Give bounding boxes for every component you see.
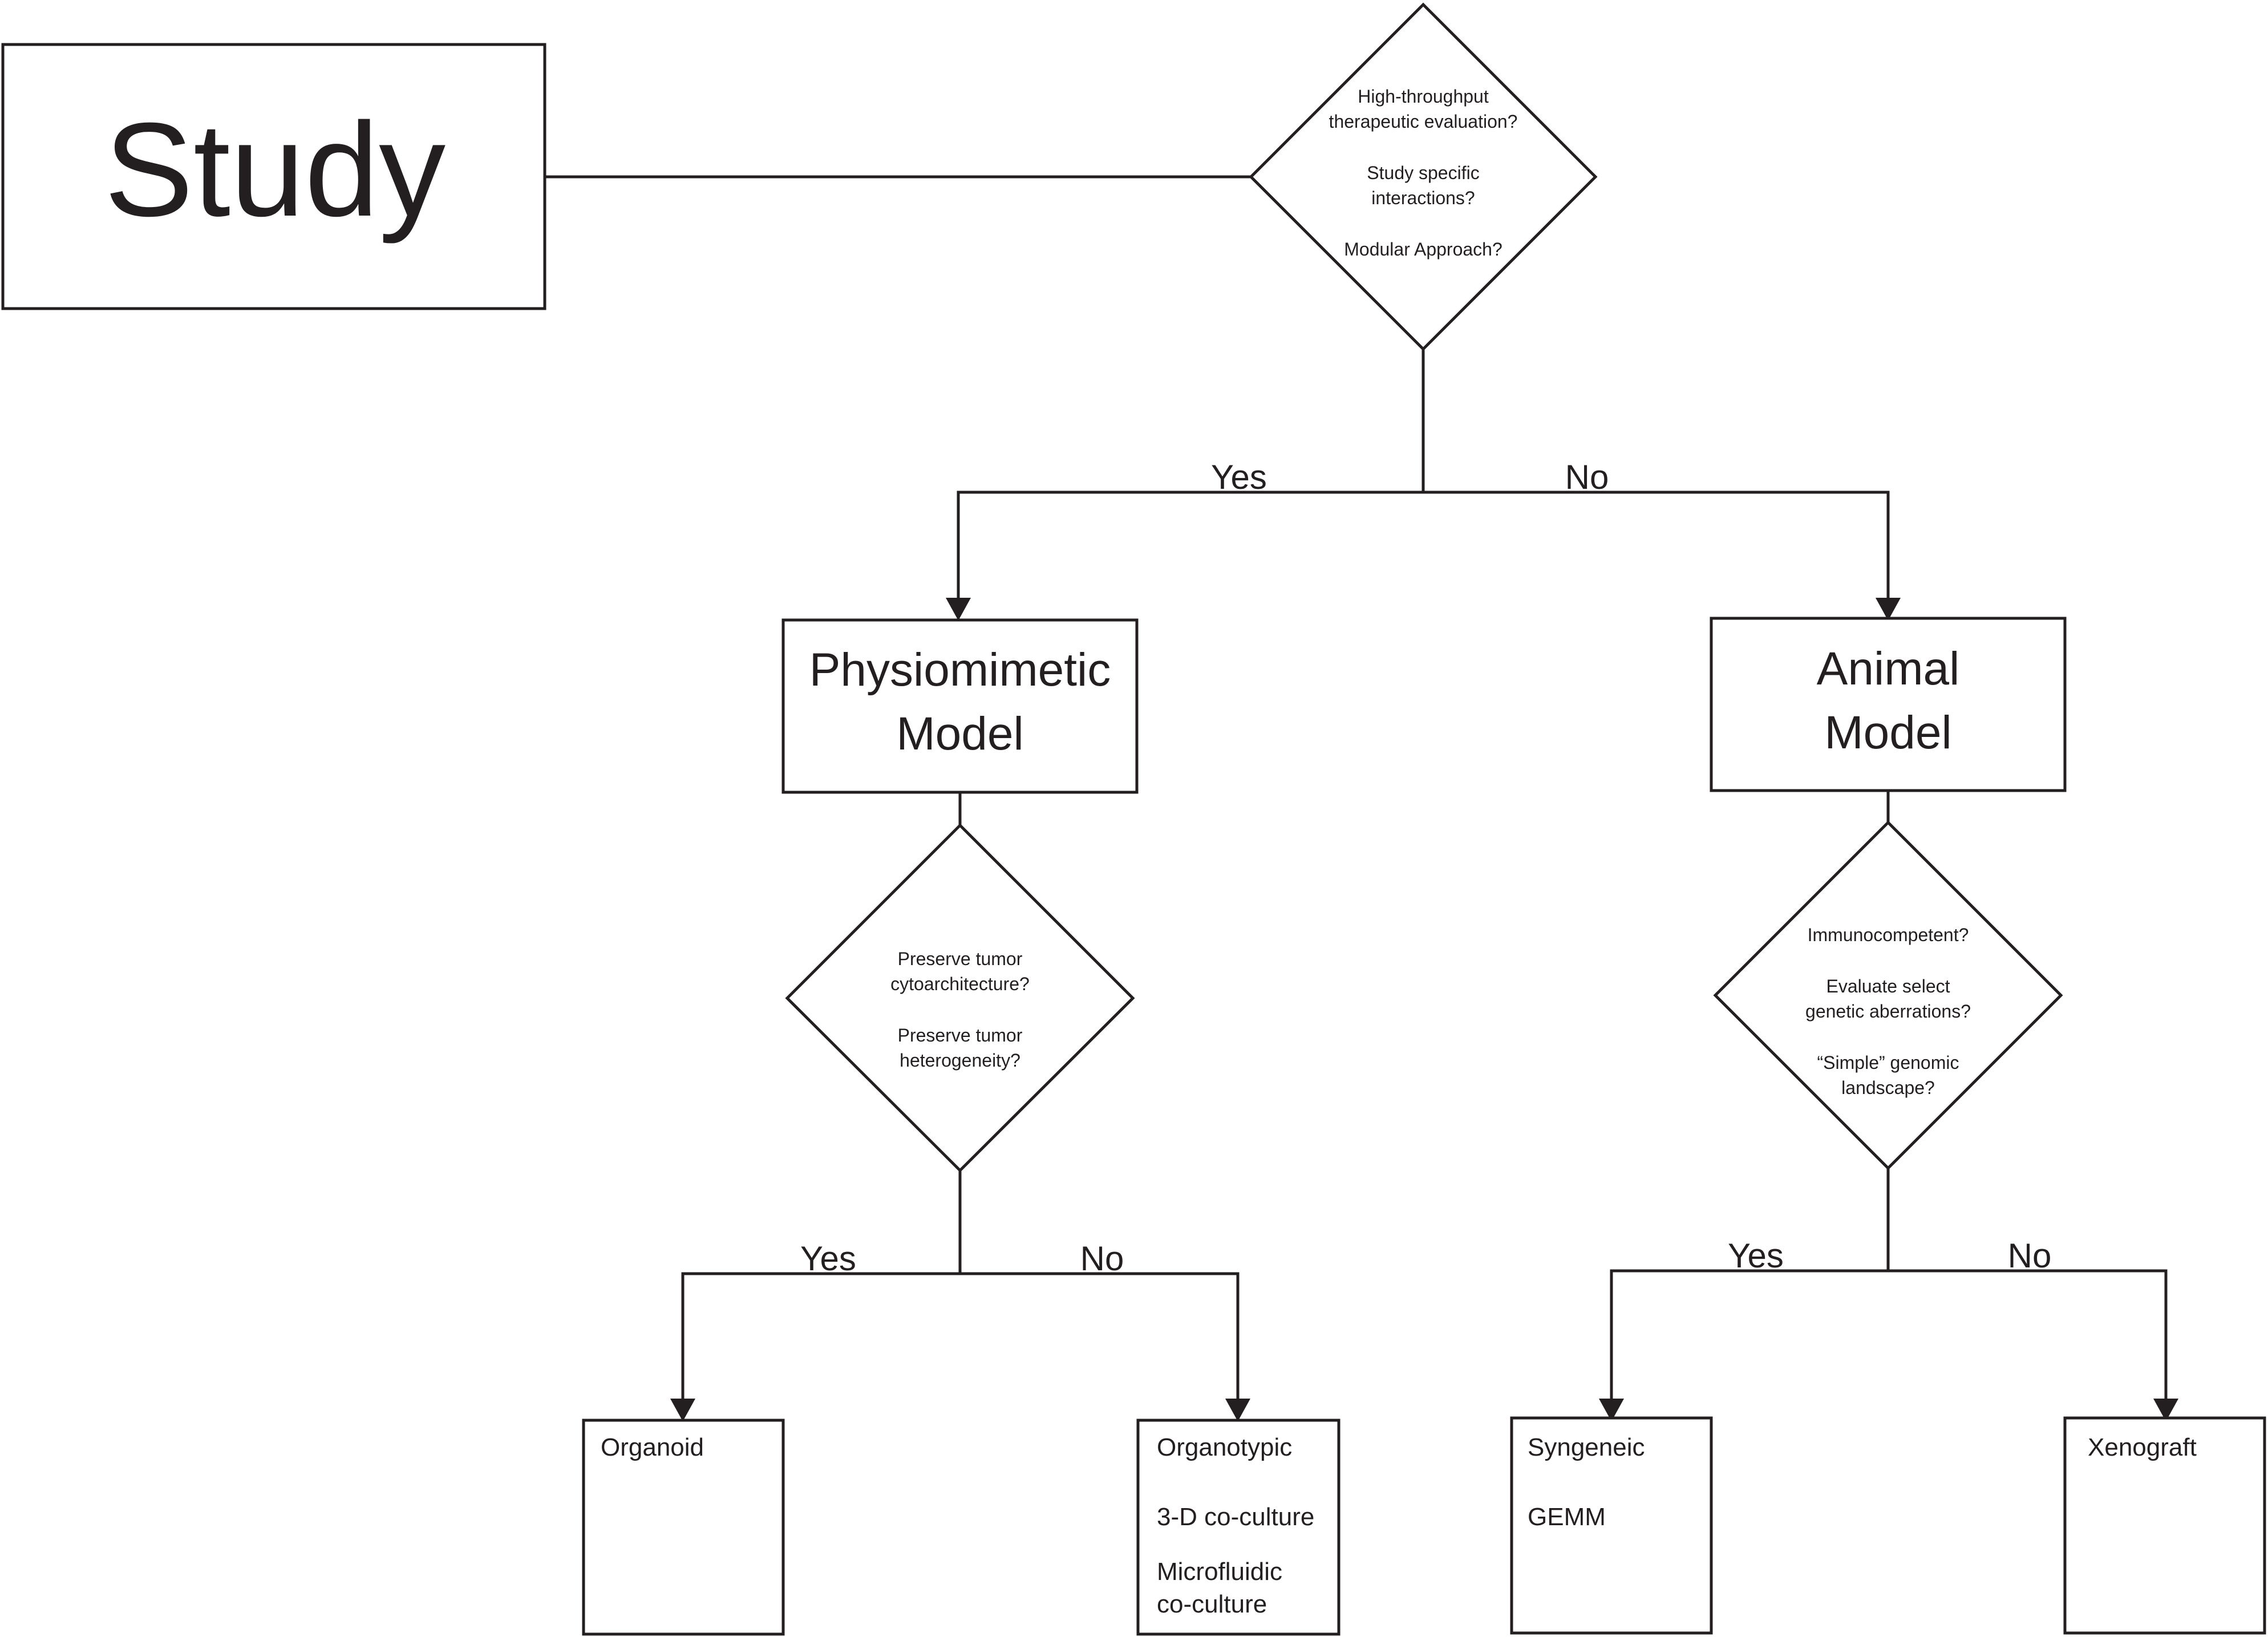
arrowhead-to-syngeneic [1599, 1399, 1624, 1421]
decision-top-line-3: Study specific [1367, 163, 1479, 183]
xenograft-label: Xenograft [2088, 1433, 2197, 1461]
organotypic-line-4: co-culture [1157, 1590, 1267, 1618]
decision-right-line-5: landscape? [1841, 1077, 1935, 1098]
connector-right-decision-branches [1610, 1168, 1890, 1405]
decision-right-line-4: “Simple” genomic [1817, 1052, 1959, 1073]
decision-right-line-2: Evaluate select [1826, 976, 1950, 996]
decision-left-line-1: Preserve tumor [898, 949, 1023, 969]
connector-left-no-branch [960, 1272, 1240, 1405]
organoid-label: Organoid [601, 1433, 704, 1461]
connectors [545, 175, 2168, 1405]
arrowhead-to-animal [1876, 598, 1901, 621]
physio-label-line-1: Physiomimetic [809, 644, 1111, 696]
decision-left-diamond: Preserve tumor cytoarchitecture? Preserv… [785, 823, 1135, 1173]
connector-right-no-branch [1888, 1269, 2168, 1405]
left-yes-label: Yes [800, 1239, 856, 1278]
arrowhead-to-organoid [670, 1399, 695, 1421]
decision-right-line-3: genetic aberrations? [1805, 1001, 1971, 1022]
connector-top-no-branch [1423, 491, 1890, 605]
organotypic-box: Organotypic 3-D co-culture Microfluidic … [1136, 1419, 1340, 1636]
xenograft-box: Xenograft [2063, 1416, 2266, 1635]
animal-label-line-2: Model [1824, 707, 1951, 759]
right-no-label: No [2008, 1237, 2052, 1275]
syngeneic-line-1: Syngeneic [1528, 1433, 1645, 1461]
left-no-label: No [1080, 1239, 1124, 1278]
connector-left-decision-branches [681, 1170, 962, 1405]
syngeneic-box: Syngeneic GEMM [1510, 1416, 1713, 1635]
study-box: Study [1, 43, 546, 310]
organotypic-line-1: Organotypic [1157, 1433, 1292, 1461]
decision-right-line-1: Immunocompetent? [1808, 925, 1969, 945]
top-no-label: No [1565, 458, 1609, 496]
decision-top-diamond: High-throughput therapeutic evaluation? … [1249, 2, 1598, 351]
decision-left-line-2: cytoarchitecture? [890, 974, 1030, 994]
arrowhead-to-physio [946, 598, 971, 621]
animal-model-box: Animal Model [1710, 617, 2067, 792]
decision-top-line-5: Modular Approach? [1344, 239, 1502, 260]
arrowheads [670, 598, 2178, 1421]
decision-top-line-1: High-throughput [1358, 86, 1489, 107]
connector-top-yes-branch [957, 491, 1423, 605]
physio-label-line-2: Model [896, 708, 1023, 760]
arrowhead-to-xenograft [2153, 1399, 2178, 1421]
study-label: Study [104, 95, 446, 244]
arrowhead-to-organotypic [1225, 1399, 1250, 1421]
top-yes-label: Yes [1211, 458, 1267, 496]
right-yes-label: Yes [1728, 1237, 1784, 1275]
decision-right-diamond: Immunocompetent? Evaluate select genetic… [1713, 820, 2063, 1170]
organoid-box: Organoid [582, 1419, 785, 1636]
syngeneic-line-2: GEMM [1528, 1503, 1606, 1531]
decision-top-line-4: interactions? [1371, 188, 1475, 208]
decision-left-line-4: heterogeneity? [900, 1050, 1020, 1071]
animal-label-line-1: Animal [1817, 643, 1960, 695]
decision-left-line-3: Preserve tumor [898, 1025, 1023, 1046]
organotypic-line-2: 3-D co-culture [1157, 1503, 1314, 1531]
organotypic-line-3: Microfluidic [1157, 1558, 1282, 1586]
physiomimetic-model-box: Physiomimetic Model [781, 618, 1139, 794]
decision-top-line-2: therapeutic evaluation? [1329, 111, 1518, 132]
